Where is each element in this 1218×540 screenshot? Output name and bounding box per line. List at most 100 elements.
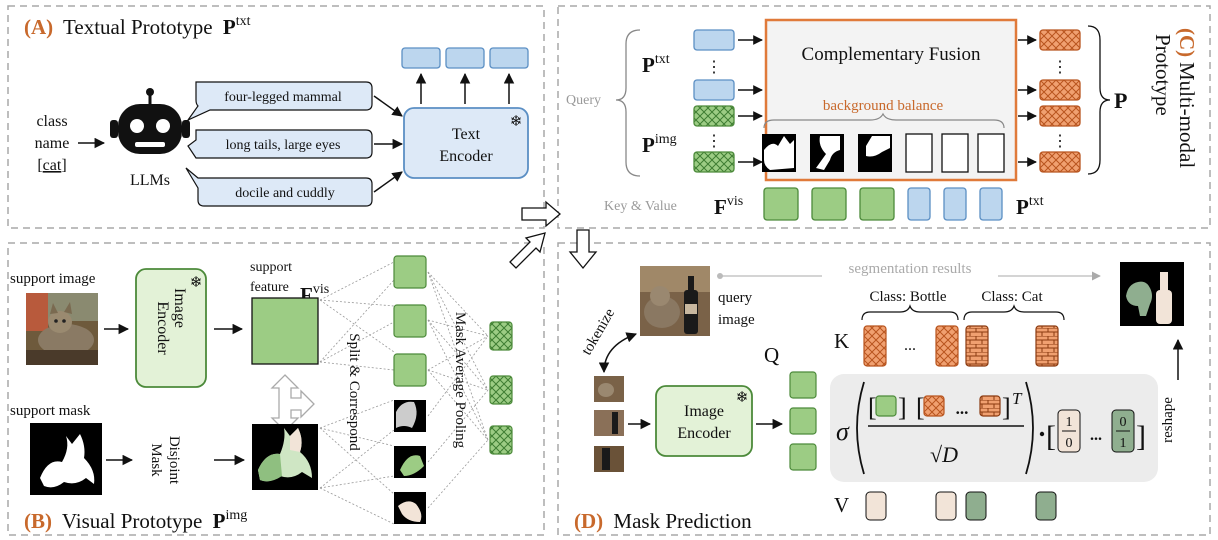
cat-bracket: [cat] (37, 157, 66, 174)
fused-dots: ⋮ (1052, 59, 1068, 76)
v-label: V (834, 493, 849, 517)
q-token (789, 371, 817, 399)
transpose-symbol: T (1012, 389, 1023, 408)
description-bubble-1: four-legged mammal (186, 81, 373, 122)
image-encoder-b-label-2: Encoder (154, 301, 171, 355)
panel-c-title-line1: Multi-modal (1175, 62, 1199, 168)
fused-prototype-token (1039, 151, 1081, 173)
bidirectional-hollow-arrow (270, 374, 315, 432)
visual-prototype-tokens (489, 321, 513, 455)
visual-prototype-token (489, 425, 513, 455)
split-feature-token (393, 353, 427, 387)
k-token-cat (1035, 325, 1059, 367)
bracket-k-right: ] (1002, 393, 1011, 422)
support-mask-label: support mask (10, 403, 91, 419)
text-prototype-tokens (401, 47, 529, 69)
support-mask (30, 423, 102, 495)
query-text-dots: ⋮ (706, 59, 722, 76)
key-visual-token (859, 187, 895, 221)
description-bubble-3: docile and cuddly (185, 167, 373, 207)
image-encoder-b-label-1: Image (171, 288, 188, 328)
query-patch (594, 376, 624, 402)
bracket-k-left: [ (916, 393, 925, 422)
panel-c-title-line2: Prototype (1151, 34, 1175, 116)
snowflake-icon: ❄ (736, 390, 749, 406)
class-cat-brace (963, 304, 1065, 321)
split-feature-token (393, 304, 427, 338)
background-mask-3 (858, 134, 892, 172)
split-feature-token (393, 255, 427, 289)
v-token-dark (965, 491, 987, 521)
disjoint-mask-label-2: Mask (148, 443, 164, 477)
bracket-onehot-left: [ (1046, 420, 1056, 453)
text-token (489, 47, 529, 69)
name-word: name (35, 135, 70, 152)
flow-arrow-a-to-c (521, 200, 561, 228)
support-image-label: support image (10, 271, 96, 287)
split-correspond-lines (319, 261, 395, 525)
snowflake-icon: ❄ (510, 114, 523, 130)
fused-prototype-token (1039, 79, 1081, 101)
mask-average-pooling-label: Mask Average Pooling (452, 312, 468, 449)
formula-paren-left (856, 381, 865, 475)
fused-prototype-token (1039, 29, 1081, 51)
ptxt-symbol-c: Ptxt (642, 52, 670, 77)
query-image-dots: ⋮ (706, 133, 722, 150)
formula-box (830, 374, 1158, 482)
class-bottle-brace (861, 304, 959, 321)
key-value-label: Key & Value (604, 199, 677, 214)
background-mask-empty (941, 133, 969, 173)
background-balance-brace (763, 112, 1005, 129)
text-token (401, 47, 441, 69)
split-mask-cat-head (394, 492, 426, 524)
text-token (445, 47, 485, 69)
dot-product (1039, 431, 1045, 437)
flow-arrow-b-to-c (509, 232, 546, 269)
class-cat-label: Class: Cat (981, 289, 1043, 305)
query-patch (594, 446, 624, 472)
sigma-symbol: σ (836, 417, 850, 446)
onehot-a-bottom: 0 (1066, 436, 1073, 451)
query-patch (594, 410, 624, 436)
fvis-symbol-c: Fvis (714, 194, 743, 219)
query-text-token (693, 29, 735, 51)
text-encoder-label-1: Text (452, 126, 481, 143)
output-brace (1087, 25, 1111, 175)
background-mask-empty (905, 133, 933, 173)
complementary-fusion-title: Complementary Fusion (802, 44, 981, 65)
key-visual-token (811, 187, 847, 221)
reshape-label: reshape (1160, 397, 1176, 443)
support-image (26, 293, 98, 365)
k-token-bottle (935, 325, 959, 367)
v-token-dark (1035, 491, 1057, 521)
query-brace (615, 29, 641, 177)
k-token-cat (965, 325, 989, 367)
image-encoder-d-label-2: Encoder (677, 425, 731, 442)
text-encoder-box (403, 107, 529, 179)
onehot-ellipsis: ... (1090, 427, 1102, 444)
key-visual-token (763, 187, 799, 221)
support-feature-label-2: feature (250, 280, 289, 295)
llm-label: LLMs (130, 172, 170, 189)
background-mask-empty (977, 133, 1005, 173)
split-correspond-label: Split & Correspond (346, 333, 362, 451)
panel-a-border (7, 5, 545, 229)
panel-b-border (7, 242, 545, 536)
class-bottle-label: Class: Bottle (869, 289, 946, 305)
segmentation-result-image (1120, 262, 1184, 326)
key-text-token (943, 187, 967, 221)
class-word: class (36, 113, 67, 130)
snowflake-icon: ❄ (190, 275, 203, 291)
description-bubble-2: long tails, large eyes (187, 129, 373, 159)
svg-text:docile and cuddly: docile and cuddly (235, 186, 335, 201)
svg-text:long tails, large eyes: long tails, large eyes (226, 138, 341, 153)
segmentation-results-label: segmentation results (849, 261, 972, 277)
masked-feature-map (252, 424, 318, 490)
panel-c-title-letter: (C) (1175, 28, 1199, 57)
panel-a-title: (A) Textual Prototype Ptxt (24, 14, 251, 39)
onehot-b-bottom: 1 (1120, 436, 1127, 451)
key-text-token (979, 187, 1003, 221)
robot-icon (110, 88, 190, 154)
pimg-symbol-c: Pimg (642, 132, 677, 157)
